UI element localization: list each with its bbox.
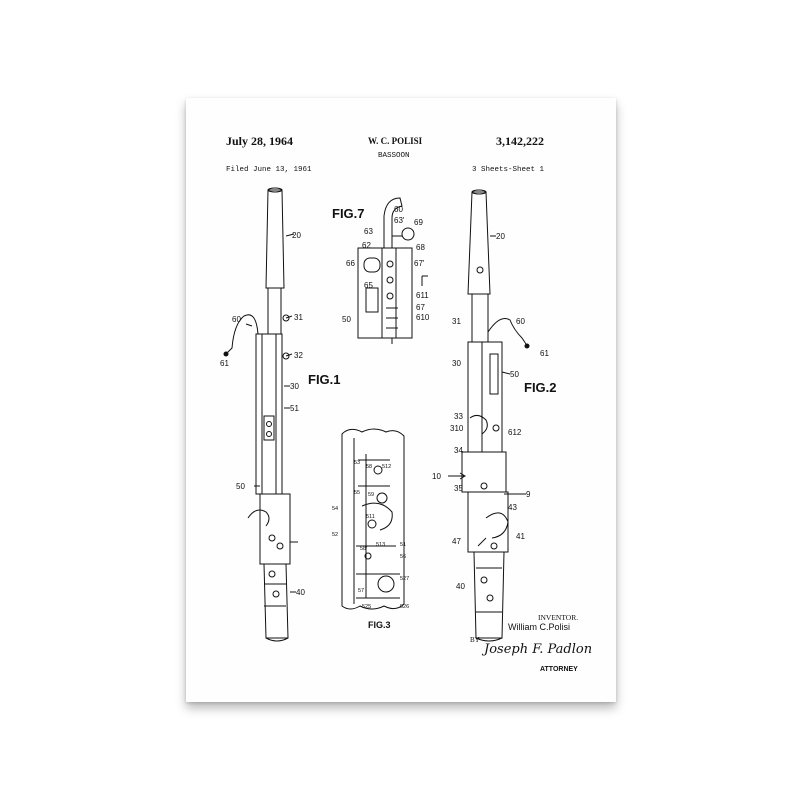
fig2-label: FIG.2: [524, 380, 557, 395]
fig1-ref: 31: [294, 313, 303, 322]
fig1-ref: 20: [292, 231, 301, 240]
fig2-ref: 31: [452, 317, 461, 326]
fig1-ref: 30: [290, 382, 299, 391]
inventor-label: INVENTOR.: [538, 613, 579, 622]
fig7-ref: 610: [416, 313, 430, 322]
patent-poster: July 28, 1964 W. C. POLISI 3,142,222 BAS…: [186, 98, 616, 702]
fig3-ref: 54: [332, 506, 338, 512]
fig3-label: FIG.3: [368, 620, 391, 630]
attorney-label: ATTORNEY: [540, 666, 578, 673]
fig3-ref: 52: [332, 532, 338, 538]
fig2-ref: 9: [526, 490, 531, 499]
fig2-ref: 43: [508, 503, 517, 512]
fig3-ref: 57: [358, 588, 364, 594]
fig2-ref: 20: [496, 232, 505, 241]
fig3-ref: 53: [354, 460, 360, 466]
fig7-ref: 69: [414, 218, 423, 227]
fig3-ref: 56: [400, 554, 406, 560]
fig3-ref: 525: [362, 604, 371, 610]
fig2-ref: 60: [516, 317, 525, 326]
fig3-ref: 58: [366, 464, 372, 470]
patent-date: July 28, 1964: [226, 134, 294, 148]
fig3-ref: 55: [354, 490, 360, 496]
fig7-reference-numerals: 60 63' 69 63 62 68 66 67' 65 611 67 50 6…: [342, 205, 430, 324]
fig7-ref: 68: [416, 243, 425, 252]
fig7-ref: 62: [362, 241, 371, 250]
fig3-detail-drawing: [341, 428, 405, 610]
fig2-ref: 310: [450, 424, 464, 433]
fig2-ref: 40: [456, 582, 465, 591]
fig1-ref: 32: [294, 351, 303, 360]
fig2-ref: 61: [540, 349, 549, 358]
fig3-ref: 512: [382, 464, 391, 470]
fig1-bassoon-drawing: [223, 187, 298, 642]
patent-title: BASSOON: [378, 152, 410, 160]
fig7-label: FIG.7: [332, 206, 365, 221]
fig7-ref: 60: [394, 205, 403, 214]
fig3-ref: 59: [368, 492, 374, 498]
fig2-ref: 33: [454, 412, 463, 421]
sheet-count: 3 Sheets-Sheet 1: [472, 166, 545, 174]
fig1-ref: 40: [296, 588, 305, 597]
fig1-ref: 50: [236, 482, 245, 491]
fig2-ref: 35: [454, 484, 463, 493]
fig3-ref: 51: [400, 542, 406, 548]
attorney-signature: Joseph F. Padlon: [484, 642, 593, 657]
fig2-ref: 10: [432, 472, 441, 481]
patent-number: 3,142,222: [496, 134, 544, 148]
by-label: BY: [470, 636, 480, 644]
fig7-ref: 66: [346, 259, 355, 268]
fig3-ref: 527: [400, 576, 409, 582]
inventor-header: W. C. POLISI: [368, 136, 423, 146]
fig7-ref: 65: [364, 281, 373, 290]
fig7-ref: 67': [414, 259, 425, 268]
fig7-ref: 63': [394, 216, 405, 225]
filed-date: Filed June 13, 1961: [226, 166, 312, 174]
fig1-ref: 61: [220, 359, 229, 368]
fig2-ref: 34: [454, 446, 463, 455]
fig2-ref: 47: [452, 537, 461, 546]
fig1-label: FIG.1: [308, 372, 341, 387]
fig3-ref: 513: [376, 542, 385, 548]
fig7-detail-drawing: [357, 197, 428, 344]
fig3-ref: 58': [360, 546, 367, 552]
fig7-ref: 611: [416, 291, 429, 300]
fig2-bassoon-drawing: [448, 189, 530, 642]
fig7-ref: 67: [416, 303, 425, 312]
fig2-reference-numerals: 20 31 60 61 30 50 33 310 612 34 10 35 9 …: [432, 232, 549, 591]
fig7-ref: 50: [342, 315, 351, 324]
fig2-ref: 50: [510, 370, 519, 379]
fig3-reference-numerals: 53 58 512 59 55 54 511 52 58' 513 51 56 …: [332, 460, 409, 610]
fig7-ref: 63: [364, 227, 373, 236]
fig1-ref: 51: [290, 404, 299, 413]
fig2-ref: 41: [516, 532, 525, 541]
fig3-ref: 526: [400, 604, 409, 610]
fig1-reference-numerals: 20 60 31 61 32 30 51 50 40: [220, 231, 305, 597]
fig2-ref: 612: [508, 428, 522, 437]
inventor-name: William C.Polisi: [508, 622, 571, 632]
fig2-ref: 30: [452, 359, 461, 368]
fig1-ref: 60: [232, 315, 241, 324]
fig3-ref: 511: [366, 514, 375, 520]
patent-drawings: 20 60 31 61 32 30 51 50 40 20 31 60 61 3…: [220, 187, 549, 642]
